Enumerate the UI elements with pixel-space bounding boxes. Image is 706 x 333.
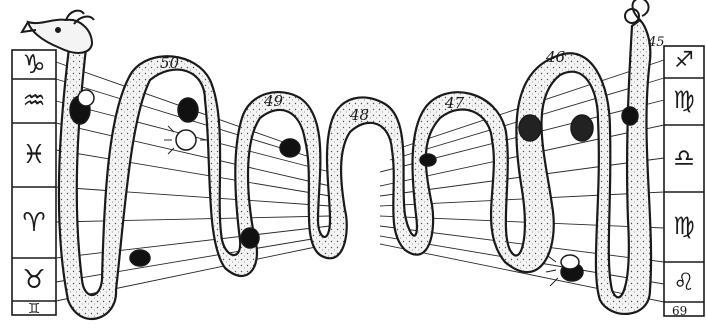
dark-dot <box>420 154 436 166</box>
dark-dot <box>280 139 300 157</box>
cycle-number-47: 47 <box>445 96 464 111</box>
aquarius-icon: ♒ <box>12 88 56 114</box>
serpent-tail-icon <box>625 0 649 23</box>
cycle-number-46: 46 <box>546 50 565 65</box>
cycle-number-49: 49 <box>264 94 283 109</box>
gemini-icon: ♊ <box>12 302 56 316</box>
libra-icon: ♎ <box>662 146 706 170</box>
cycle-number-45: 45 <box>648 36 665 49</box>
dark-dot <box>571 115 593 141</box>
taurus-icon: ♉ <box>12 267 56 293</box>
cycle-number-48: 48 <box>350 108 369 123</box>
open-dot <box>561 255 579 269</box>
aries-icon: ♈ <box>12 210 56 236</box>
dark-dot <box>519 115 541 141</box>
leo-icon: ♌ <box>662 270 706 294</box>
page-number: 69 <box>672 305 687 317</box>
virgo-icon: ♍ <box>662 88 706 112</box>
capricorn-icon: ♑ <box>12 52 56 78</box>
dark-dot <box>130 250 150 266</box>
cycle-number-50: 50 <box>160 56 179 71</box>
virgo-icon: ♍ <box>662 214 706 238</box>
dark-dot <box>178 98 198 122</box>
open-dot <box>176 130 196 150</box>
pisces-icon: ♓ <box>12 142 56 168</box>
dark-dot <box>622 107 638 125</box>
dark-dot <box>241 228 259 248</box>
dragon-head-icon <box>22 11 94 53</box>
open-dot <box>78 90 94 106</box>
sagittarius-icon: ♐ <box>662 50 706 72</box>
